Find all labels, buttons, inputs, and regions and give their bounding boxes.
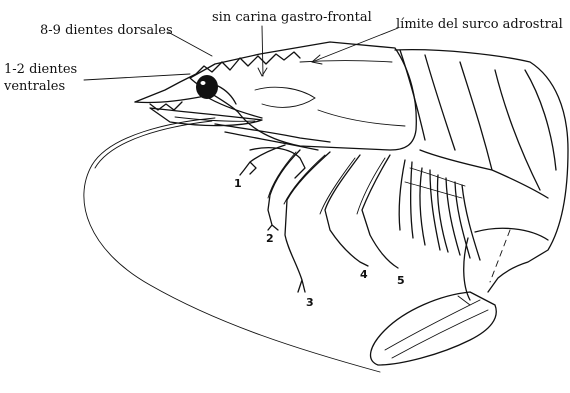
dorsal-teeth-leader xyxy=(168,32,212,56)
leg-number-5: 5 xyxy=(397,274,405,287)
leg-2 xyxy=(268,150,300,230)
gastro-frontal-leader xyxy=(262,26,263,76)
leg-number-2: 2 xyxy=(266,232,274,245)
tail-fan xyxy=(371,292,497,365)
leg-number-1: 1 xyxy=(234,177,242,190)
pleopods xyxy=(399,160,480,260)
label-gastro-frontal: sin carina gastro-frontal xyxy=(212,10,372,25)
label-adrostral-groove: límite del surco adrostral xyxy=(396,17,563,32)
leg-5 xyxy=(362,155,398,268)
label-ventral-teeth-2: ventrales xyxy=(3,79,65,94)
leg-number-4: 4 xyxy=(360,268,368,281)
eye xyxy=(196,75,218,99)
carapace xyxy=(190,42,416,150)
leg-3 xyxy=(285,152,330,292)
antenna-flagellum xyxy=(84,118,380,372)
antennal-scale xyxy=(150,108,262,126)
rostrum xyxy=(135,52,300,102)
leg-1 xyxy=(240,145,285,175)
label-ventral-teeth-1: 1-2 dientes xyxy=(4,62,77,77)
leg-number-3: 3 xyxy=(306,296,314,309)
label-dorsal-teeth: 8-9 dientes dorsales xyxy=(40,23,173,38)
adrostral-leader xyxy=(312,28,398,62)
ventral-teeth-leader xyxy=(84,74,190,80)
